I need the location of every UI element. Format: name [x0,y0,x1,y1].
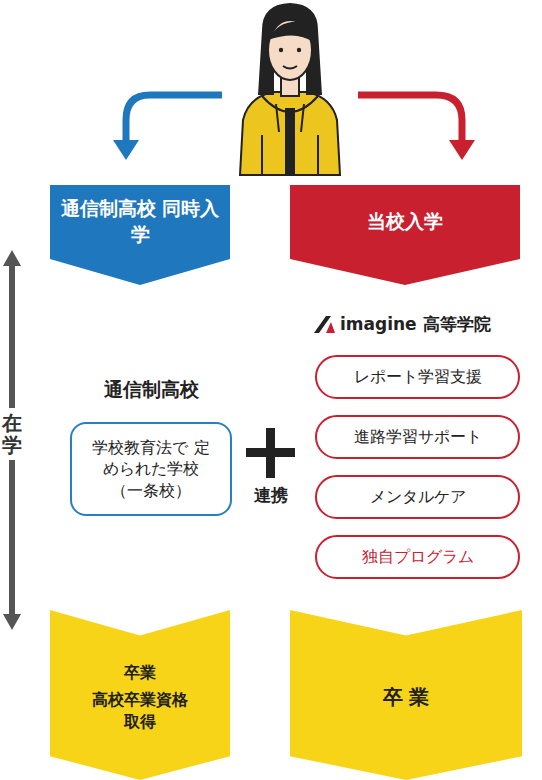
period-label: 在学 [1,408,23,460]
node-text: 高校卒業資格 取得 [89,689,191,732]
plus-symbol [246,428,295,478]
node-text: 学校教育法で 定められた学校 （一条校） [85,437,216,502]
node-text: 進路学習サポート [354,426,482,448]
chevron-box: 当校入学 [290,185,520,285]
chevron-box: 通信制高校 同時入学 [50,185,230,285]
logo-mark [314,316,335,333]
node-text: 卒 業 [383,684,430,711]
school-logo: imagine 高等学院 [340,313,535,336]
branch-arrow [113,95,475,160]
node-text: 独自プログラム [362,546,474,568]
link-label: 連携 [240,484,302,507]
chevron-box: 卒業高校卒業資格 取得 [50,610,230,780]
rounded-box: メンタルケア [315,475,520,519]
rounded-box: 進路学習サポート [315,415,520,459]
person-illustration [240,3,340,175]
group-heading: 通信制高校 [60,377,242,403]
node-text: 卒業 [89,662,191,684]
node-text: 当校入学 [367,209,443,235]
rounded-box: レポート学習支援 [315,355,520,399]
rounded-box: 独自プログラム [315,535,520,579]
node-text: 通信制高校 同時入学 [58,196,222,247]
node-text: レポート学習支援 [354,366,482,388]
rounded-box: 学校教育法で 定められた学校 （一条校） [70,422,232,516]
chevron-shape [290,185,520,285]
node-text: メンタルケア [370,486,466,508]
chevron-box: 卒 業 [290,610,522,780]
